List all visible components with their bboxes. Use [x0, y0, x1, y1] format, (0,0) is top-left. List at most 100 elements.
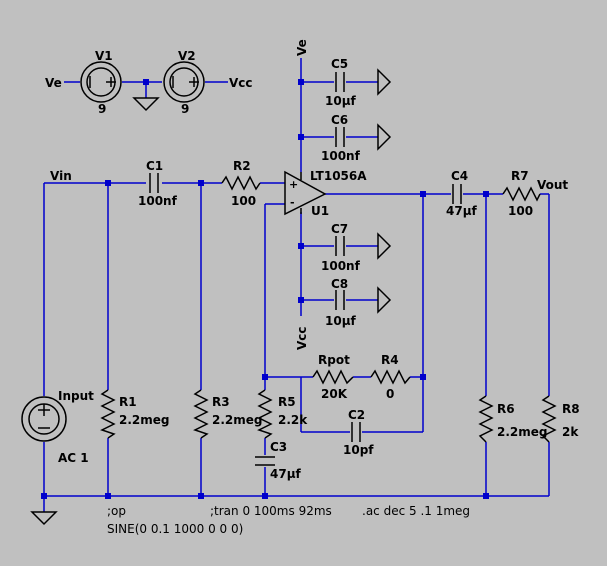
junction-node	[298, 297, 304, 303]
junction-node	[198, 180, 204, 186]
c8-capacitor[interactable]	[335, 290, 345, 310]
r7-resistor[interactable]	[502, 186, 541, 202]
u1-part: LT1056A	[310, 169, 367, 183]
c6-capacitor[interactable]	[335, 127, 345, 147]
junction-node	[105, 493, 111, 499]
opamp-minus-sign: -	[290, 196, 295, 209]
net-label-ve-top: Ve	[295, 39, 309, 56]
c3-name: C3	[270, 440, 287, 454]
c8-value: 10µf	[325, 314, 357, 328]
c1-capacitor[interactable]	[149, 173, 159, 193]
directive-sine[interactable]: SINE(0 0.1 1000 0 0 0)	[107, 522, 243, 536]
u1-opamp[interactable]: + -	[284, 170, 327, 216]
v2-source[interactable]	[163, 61, 205, 103]
c2-capacitor[interactable]	[351, 422, 361, 442]
net-label-vcc-bottom: Vcc	[295, 326, 309, 350]
junction-node	[420, 191, 426, 197]
v2-value: 9	[181, 102, 189, 116]
ground-symbol	[377, 232, 392, 260]
u1-name: U1	[311, 204, 329, 218]
r8-resistor[interactable]	[541, 395, 557, 443]
directive-tran[interactable]: ;tran 0 100ms 92ms	[210, 504, 332, 518]
net-label-vin: Vin	[50, 169, 72, 183]
r3-value: 2.2meg	[212, 413, 263, 427]
rpot-value: 20K	[321, 387, 348, 401]
r8-name: R8	[562, 402, 580, 416]
c5-value: 10µf	[325, 94, 357, 108]
r1-value: 2.2meg	[119, 413, 170, 427]
v1-name: V1	[95, 49, 113, 63]
input-source[interactable]	[21, 396, 67, 442]
c4-value: 47µf	[446, 204, 478, 218]
ground-symbol	[377, 286, 392, 314]
junction-node	[483, 493, 489, 499]
ground-symbol	[377, 123, 392, 151]
junction-node	[262, 493, 268, 499]
r2-value: 100	[231, 194, 256, 208]
junction-node	[41, 493, 47, 499]
opamp-plus-sign: +	[289, 178, 298, 191]
junction-node	[105, 180, 111, 186]
r7-value: 100	[508, 204, 533, 218]
r6-value: 2.2meg	[497, 425, 548, 439]
junction-node	[483, 191, 489, 197]
c1-name: C1	[146, 159, 163, 173]
v1-value: 9	[98, 102, 106, 116]
r1-name: R1	[119, 395, 137, 409]
junction-node	[298, 134, 304, 140]
c5-name: C5	[331, 57, 348, 71]
c4-capacitor[interactable]	[452, 184, 462, 204]
directive-op[interactable]: ;op	[107, 504, 126, 518]
r4-name: R4	[381, 353, 399, 367]
c6-name: C6	[331, 113, 348, 127]
wires	[43, 58, 550, 512]
c5-capacitor[interactable]	[335, 72, 345, 92]
r2-resistor[interactable]	[221, 175, 261, 191]
junction-nodes	[41, 79, 489, 499]
rpot-resistor[interactable]	[312, 369, 354, 385]
junction-node	[298, 243, 304, 249]
rpot-name: Rpot	[318, 353, 350, 367]
c1-value: 100nf	[138, 194, 178, 208]
net-label-ve-left: Ve	[45, 76, 62, 90]
r5-value: 2.2k	[278, 413, 308, 427]
r2-name: R2	[233, 159, 251, 173]
r8-value: 2k	[562, 425, 579, 439]
directive-ac[interactable]: .ac dec 5 .1 1meg	[362, 504, 470, 518]
junction-node	[143, 79, 149, 85]
c7-capacitor[interactable]	[335, 236, 345, 256]
c3-value: 47µf	[270, 467, 302, 481]
input-value: AC 1	[58, 451, 89, 465]
v2-name: V2	[178, 49, 196, 63]
c2-name: C2	[348, 408, 365, 422]
junction-node	[198, 493, 204, 499]
r3-resistor[interactable]	[193, 389, 209, 439]
c2-value: 10pf	[343, 443, 374, 457]
ground-symbol	[30, 511, 58, 526]
ground-symbol	[132, 97, 160, 112]
net-label-vcc-right: Vcc	[229, 76, 253, 90]
r5-name: R5	[278, 395, 296, 409]
r4-resistor[interactable]	[370, 369, 411, 385]
c7-name: C7	[331, 222, 348, 236]
c7-value: 100nf	[321, 259, 361, 273]
c3-capacitor[interactable]	[255, 456, 275, 466]
r3-name: R3	[212, 395, 230, 409]
junction-node	[262, 374, 268, 380]
c4-name: C4	[451, 169, 468, 183]
v1-source[interactable]	[80, 61, 122, 103]
input-name: Input	[58, 389, 94, 403]
r6-resistor[interactable]	[478, 395, 494, 443]
net-label-vout: Vout	[537, 178, 568, 192]
ground-symbol	[377, 68, 392, 96]
junction-node	[298, 79, 304, 85]
junction-node	[420, 374, 426, 380]
c8-name: C8	[331, 277, 348, 291]
r7-name: R7	[511, 169, 529, 183]
c6-value: 100nf	[321, 149, 361, 163]
r5-resistor[interactable]	[257, 389, 273, 439]
r6-name: R6	[497, 402, 515, 416]
r1-resistor[interactable]	[100, 389, 116, 439]
r4-value: 0	[386, 387, 394, 401]
